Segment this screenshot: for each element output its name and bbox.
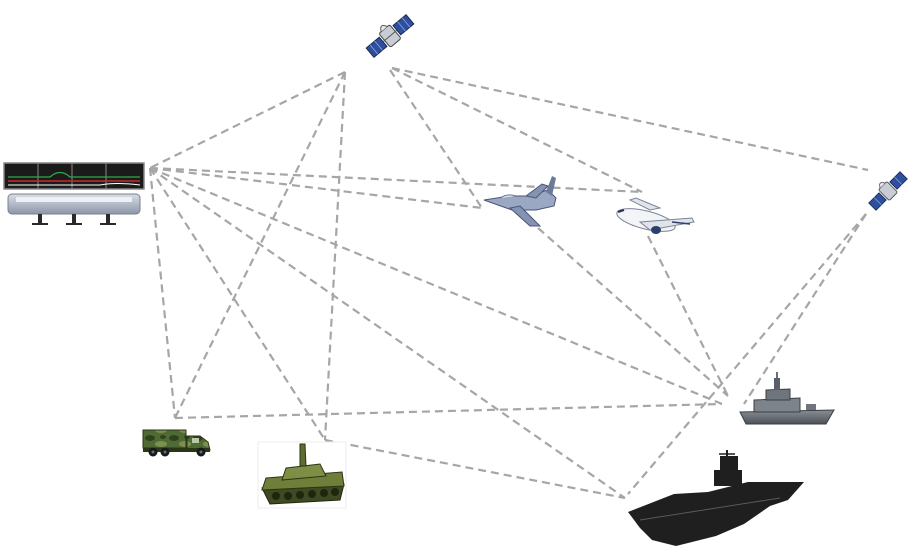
fighter-jet [483,176,557,227]
satellite-icon [868,171,908,211]
warship-icon [739,372,835,425]
link-tank-to-aircraft-carrier [324,438,626,500]
control-center-icon [3,162,145,225]
aircraft-carrier-icon [628,450,804,546]
link-fighter-jet-to-warship [537,227,729,397]
airliner-icon [616,197,695,234]
link-military-truck-to-warship [174,402,723,420]
link-satellite-2-to-aircraft-carrier [627,213,867,495]
link-control-center-to-fighter-jet [149,166,483,210]
military-truck-icon [142,429,211,457]
tank [257,441,347,509]
link-control-center-to-airliner [149,166,643,194]
link-satellite-1-to-control-center [149,71,346,169]
satellite-1 [365,13,415,59]
airliner [616,197,695,234]
fighter-jet-icon [483,176,557,227]
link-control-center-to-military-truck [148,167,177,419]
satellite-icon [365,13,415,59]
military-truck [142,429,211,457]
link-airliner-to-warship [647,235,729,397]
link-satellite-1-to-airliner [391,67,643,193]
link-satellite-2-to-warship [743,213,867,405]
warship [739,372,835,425]
control-center [3,162,145,225]
link-control-center-to-aircraft-carrier [149,167,626,499]
aircraft-carrier [628,450,804,546]
links-layer [148,66,869,500]
link-satellite-1-to-satellite-2 [391,66,869,172]
link-satellite-1-to-tank [323,71,347,441]
link-satellite-1-to-fighter-jet [389,69,483,209]
tank-icon [261,443,345,505]
satellite-2 [868,171,908,211]
link-control-center-to-tank [149,167,326,441]
